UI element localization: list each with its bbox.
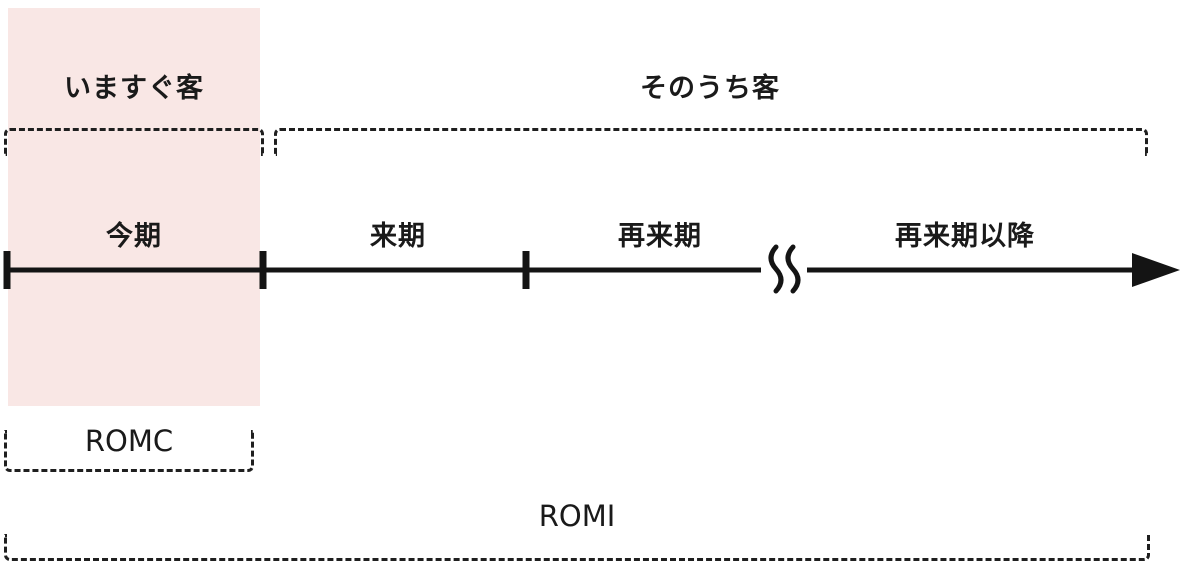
period-label-after-next: 再来期: [618, 221, 702, 252]
period-label-current: 今期: [106, 221, 162, 252]
romi-label: ROMI: [538, 499, 616, 533]
timeline-break-icon: [761, 244, 807, 294]
romi-bracket: [4, 534, 1150, 561]
immediate-customers-bracket: [4, 128, 264, 156]
eventual-customers-label: そのうち客: [640, 73, 780, 104]
romc-bracket: [4, 430, 254, 472]
immediate-customers-label: いますぐ客: [64, 73, 204, 104]
timeline-axis: [3, 244, 1180, 294]
eventual-customers-bracket: [274, 128, 1148, 156]
romc-label: ROMC: [84, 424, 174, 458]
current-period-highlight: [8, 8, 260, 406]
timeline-arrowhead-icon: [1132, 253, 1180, 287]
period-label-after-next-onward: 再来期以降: [895, 221, 1035, 252]
period-label-next: 来期: [370, 221, 426, 252]
